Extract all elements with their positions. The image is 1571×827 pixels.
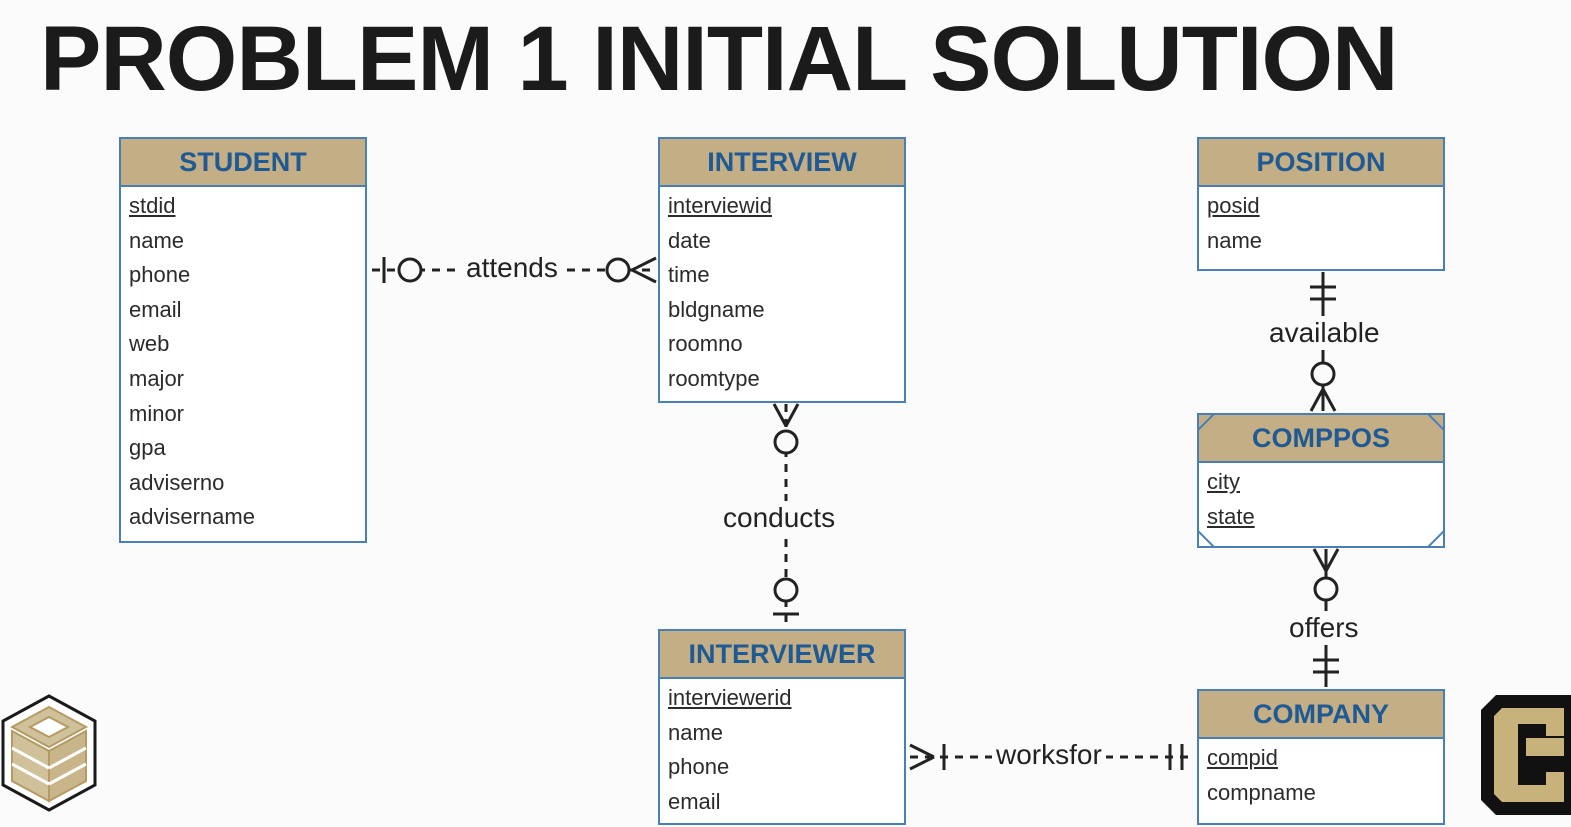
crowfoot-icon: [772, 403, 788, 427]
entity-student[interactable]: STUDENT stdid name phone email web major minor…: [119, 137, 367, 543]
relationship-label-conducts: conducts: [719, 501, 840, 535]
entity-interview[interactable]: INTERVIEW interviewid date time bldgname roo…: [658, 137, 906, 403]
attribute: major: [129, 365, 185, 391]
attribute: email: [668, 788, 721, 814]
zero-circle-icon: [397, 257, 423, 283]
attribute: compname: [1207, 779, 1316, 805]
crowfoot-icon: [1321, 388, 1337, 412]
attribute: advisername: [129, 504, 255, 530]
crowfoot-icon: [1324, 548, 1340, 572]
crowfoot-icon: [1312, 548, 1328, 572]
primary-key-attribute: city: [1207, 469, 1240, 494]
attribute: adviserno: [129, 469, 225, 495]
primary-key-attribute: stdid: [129, 193, 176, 218]
primary-key-attribute: state: [1207, 503, 1255, 529]
crowfoot-icon: [631, 256, 657, 272]
entity-header: COMPANY: [1199, 691, 1443, 739]
attribute: gpa: [129, 435, 166, 461]
crowfoot-icon: [784, 403, 800, 427]
attribute: roomno: [668, 331, 743, 357]
attribute: phone: [129, 262, 191, 288]
attribute: name: [668, 719, 724, 745]
relationship-label-offers: offers: [1285, 611, 1363, 645]
entity-header: STUDENT: [121, 139, 365, 187]
crowfoot-icon: [631, 268, 657, 284]
zero-circle-icon: [605, 257, 631, 283]
weak-entity-corner: [1197, 413, 1215, 431]
primary-key-attribute: interviewid: [668, 193, 772, 218]
crowfoot-icon: [909, 743, 935, 759]
hexagon-cube-logo-icon: [1, 694, 97, 812]
weak-entity-corner: [1427, 413, 1445, 431]
primary-key-attribute: interviewerid: [668, 685, 792, 710]
attribute: bldgname: [668, 296, 765, 322]
relationship-label-worksfor: worksfor: [992, 738, 1106, 772]
entity-comppos[interactable]: COMPPOS city state: [1197, 413, 1445, 548]
entity-header: INTERVIEWER: [660, 631, 904, 679]
attribute-list: compid compname: [1199, 739, 1443, 810]
crowfoot-icon: [1309, 388, 1325, 412]
zero-circle-icon: [773, 429, 799, 455]
entity-header: POSITION: [1199, 139, 1443, 187]
attribute: name: [129, 227, 185, 253]
relationship-label-available: available: [1265, 316, 1384, 350]
attribute: date: [668, 227, 711, 253]
attribute-list: posid name: [1199, 187, 1443, 258]
entity-header: COMPPOS: [1199, 415, 1443, 463]
primary-key-attribute: compid: [1207, 745, 1278, 770]
attribute: minor: [129, 400, 185, 426]
zero-circle-icon: [1313, 576, 1339, 602]
entity-interviewer[interactable]: INTERVIEWER interviewerid name phone email: [658, 629, 906, 825]
entity-position[interactable]: POSITION posid name: [1197, 137, 1445, 271]
primary-key-attribute: posid: [1207, 193, 1260, 218]
attribute: roomtype: [668, 365, 760, 391]
zero-circle-icon: [1310, 361, 1336, 387]
entity-company[interactable]: COMPANY compid compname: [1197, 689, 1445, 825]
relationship-label-attends: attends: [462, 251, 562, 285]
weak-entity-corner: [1427, 530, 1445, 548]
attribute-list: stdid name phone email web major minor gpa advis…: [121, 187, 365, 535]
attribute-list: city state: [1199, 463, 1443, 534]
attribute-list: interviewid date time bldgname roomno roomtyp…: [660, 187, 904, 397]
attribute-list: interviewerid name phone email: [660, 679, 904, 819]
weak-entity-corner: [1197, 530, 1215, 548]
entity-header: INTERVIEW: [660, 139, 904, 187]
page-title: PROBLEM 1 INITIAL SOLUTION: [40, 8, 1398, 110]
cu-logo-icon: [1481, 695, 1571, 815]
attribute: phone: [668, 754, 730, 780]
attribute: time: [668, 262, 710, 288]
attribute: email: [129, 296, 182, 322]
zero-circle-icon: [773, 577, 799, 603]
attribute: name: [1207, 227, 1263, 253]
crowfoot-icon: [909, 755, 935, 771]
attribute: web: [129, 331, 170, 357]
